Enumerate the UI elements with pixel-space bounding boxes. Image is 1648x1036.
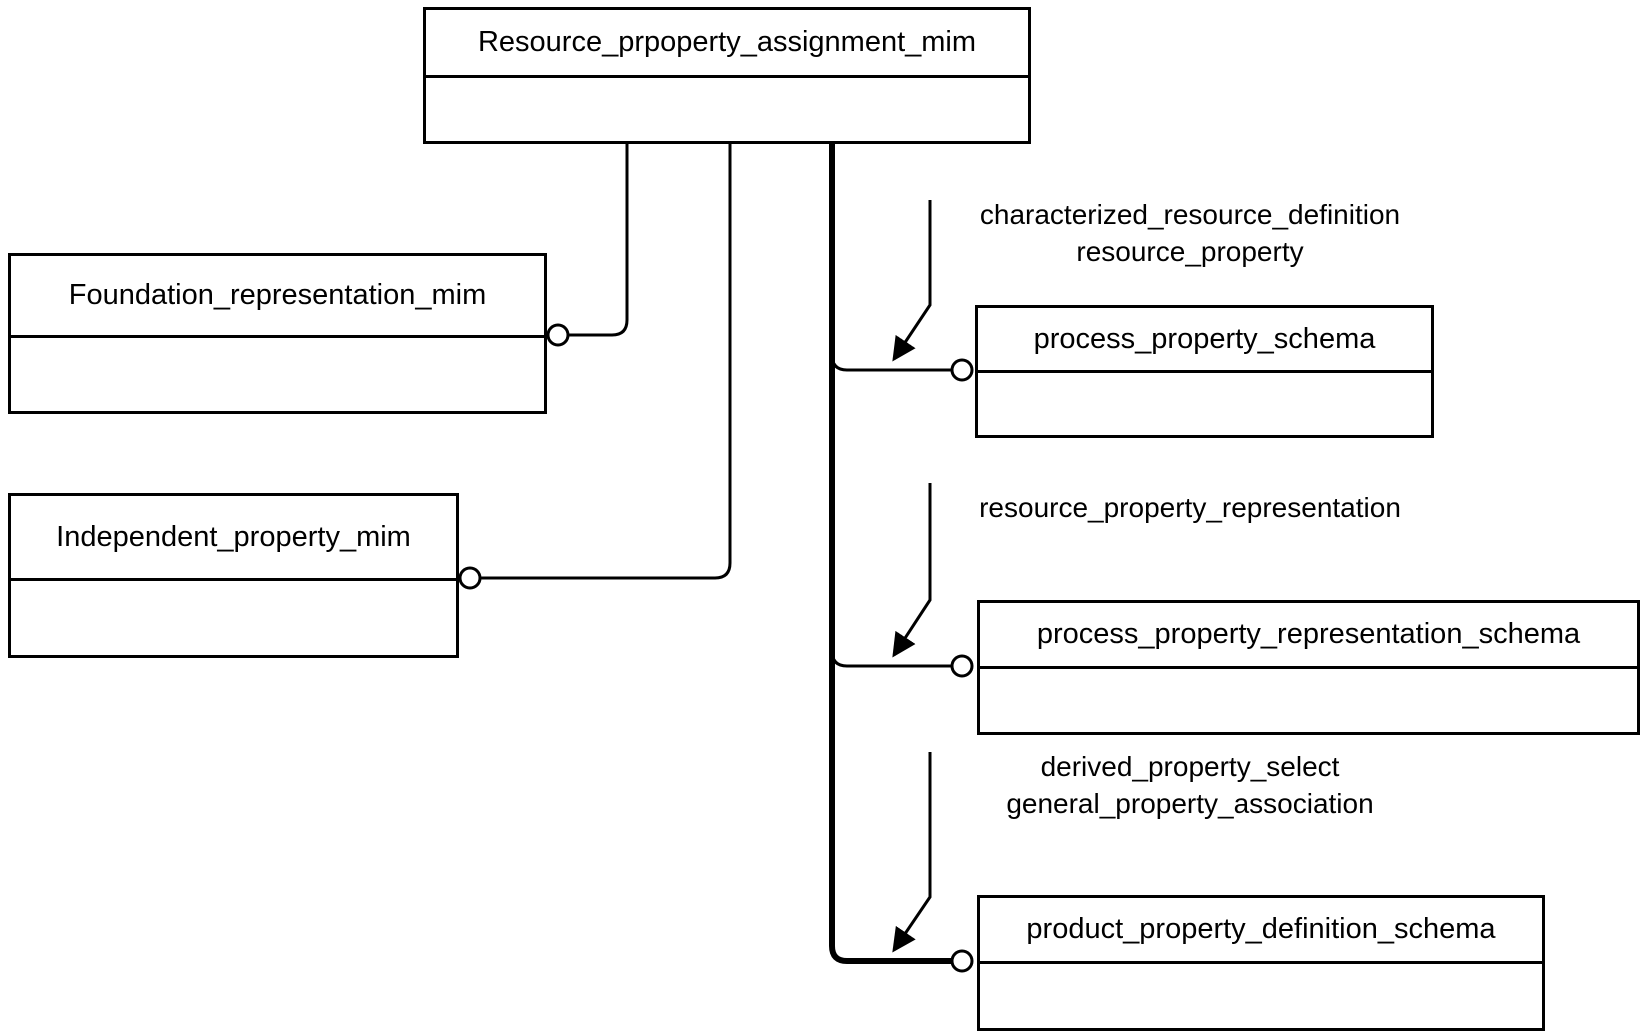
relationship-arrow-2 [892, 483, 932, 658]
entity-title-foundation-representation-mim: Foundation_representation_mim [11, 256, 544, 338]
entity-title-independent-property-mim: Independent_property_mim [11, 496, 456, 581]
entity-body-process-property-schema [978, 373, 1431, 435]
entity-box-process-property-schema: process_property_schema [975, 305, 1434, 438]
connector-line-independent [480, 144, 732, 580]
relationship-label-line: derived_property_select [1040, 751, 1340, 782]
relationship-label-line: general_property_association [1006, 788, 1374, 819]
relationship-label-resource-property-representation: resource_property_representation [930, 489, 1450, 526]
trunk-line [829, 144, 951, 964]
connector-circle-process-property [950, 358, 974, 382]
branch-line-process-property-representation [830, 650, 951, 668]
branch-line-process-property [830, 354, 951, 372]
entity-body-resource-property-assignment-mim [426, 78, 1028, 141]
entity-box-process-property-representation-schema: process_property_representation_schema [977, 600, 1640, 735]
entity-body-product-property-definition-schema [980, 964, 1542, 1028]
entity-box-independent-property-mim: Independent_property_mim [8, 493, 459, 658]
entity-box-foundation-representation-mim: Foundation_representation_mim [8, 253, 547, 414]
connector-line-foundation [568, 144, 629, 337]
entity-body-independent-property-mim [11, 581, 456, 655]
entity-title-resource-property-assignment-mim: Resource_prpoperty_assignment_mim [426, 10, 1028, 78]
connector-circle-product-property-definition [950, 949, 974, 973]
relationship-arrow-1 [892, 200, 932, 362]
entity-box-product-property-definition-schema: product_property_definition_schema [977, 895, 1545, 1031]
relationship-label-line: characterized_resource_definition [979, 199, 1401, 230]
relationship-label-derived-property-select: derived_property_select general_property… [930, 748, 1450, 822]
relationship-label-line: resource_property [1076, 236, 1304, 267]
entity-body-foundation-representation-mim [11, 338, 544, 411]
connector-circle-foundation [546, 323, 570, 347]
connector-circle-independent [458, 566, 482, 590]
entity-box-resource-property-assignment-mim: Resource_prpoperty_assignment_mim [423, 7, 1031, 144]
relationship-label-characterized-resource-definition: characterized_resource_definition resour… [930, 196, 1450, 270]
entity-title-product-property-definition-schema: product_property_definition_schema [980, 898, 1542, 964]
entity-body-process-property-representation-schema [980, 669, 1637, 732]
entity-title-process-property-representation-schema: process_property_representation_schema [980, 603, 1637, 669]
relationship-arrow-3 [892, 752, 932, 953]
connector-circle-process-property-representation [950, 654, 974, 678]
entity-title-process-property-schema: process_property_schema [978, 308, 1431, 373]
relationship-label-line: resource_property_representation [979, 492, 1401, 523]
